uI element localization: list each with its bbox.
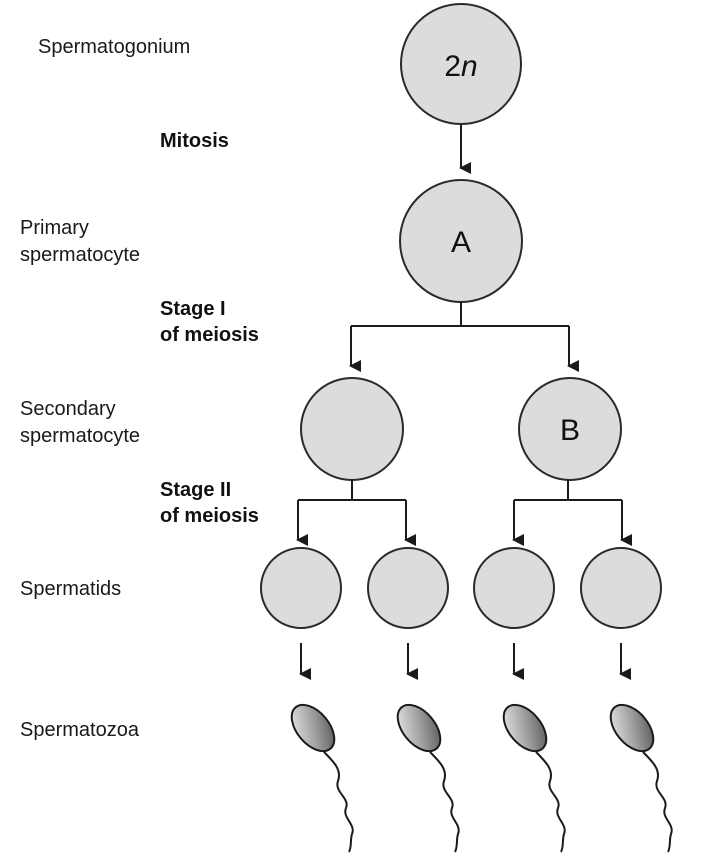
stage-meiosis1-line2: of meiosis bbox=[160, 324, 259, 346]
spermatozoon-3 bbox=[502, 703, 548, 753]
spermatozoon-3-tail bbox=[535, 751, 566, 853]
cell-spermatogonium bbox=[400, 3, 522, 125]
cell-spermatogonium-label: 2n bbox=[444, 50, 477, 83]
cell-spermatid-2 bbox=[367, 547, 449, 629]
label-spermatogonium: Spermatogonium bbox=[38, 36, 191, 58]
cell-spermatid-1 bbox=[260, 547, 342, 629]
spermatozoon-2 bbox=[396, 703, 442, 753]
spermatozoon-1 bbox=[290, 703, 336, 753]
label-spermatids: Spermatids bbox=[20, 578, 122, 600]
cell-primary-label: A bbox=[451, 226, 471, 259]
label-spermatozoa: Spermatozoa bbox=[20, 719, 139, 741]
spermatozoon-4 bbox=[609, 703, 655, 753]
spermatozoon-4-tail bbox=[642, 751, 673, 853]
cell-secondary-right-label: B bbox=[560, 414, 580, 447]
stage-meiosis2-line1: Stage II bbox=[160, 479, 232, 501]
stage-mitosis: Mitosis bbox=[160, 130, 229, 152]
stage-meiosis1-line1: Stage I bbox=[160, 298, 226, 320]
spermatozoon-2-tail bbox=[429, 751, 460, 853]
label-secondary-line1: Secondary bbox=[20, 398, 116, 420]
cell-spermatid-3 bbox=[473, 547, 555, 629]
spermatozoon-1-tail bbox=[323, 751, 354, 853]
cell-secondary-right bbox=[518, 377, 622, 481]
cell-spermatid-4 bbox=[580, 547, 662, 629]
label-secondary-line2: spermatocyte bbox=[20, 425, 141, 447]
label-primary-line1: Primary bbox=[20, 217, 89, 239]
cell-secondary-left bbox=[300, 377, 404, 481]
stage-meiosis2-line2: of meiosis bbox=[160, 505, 259, 527]
label-primary-line2: spermatocyte bbox=[20, 244, 141, 266]
